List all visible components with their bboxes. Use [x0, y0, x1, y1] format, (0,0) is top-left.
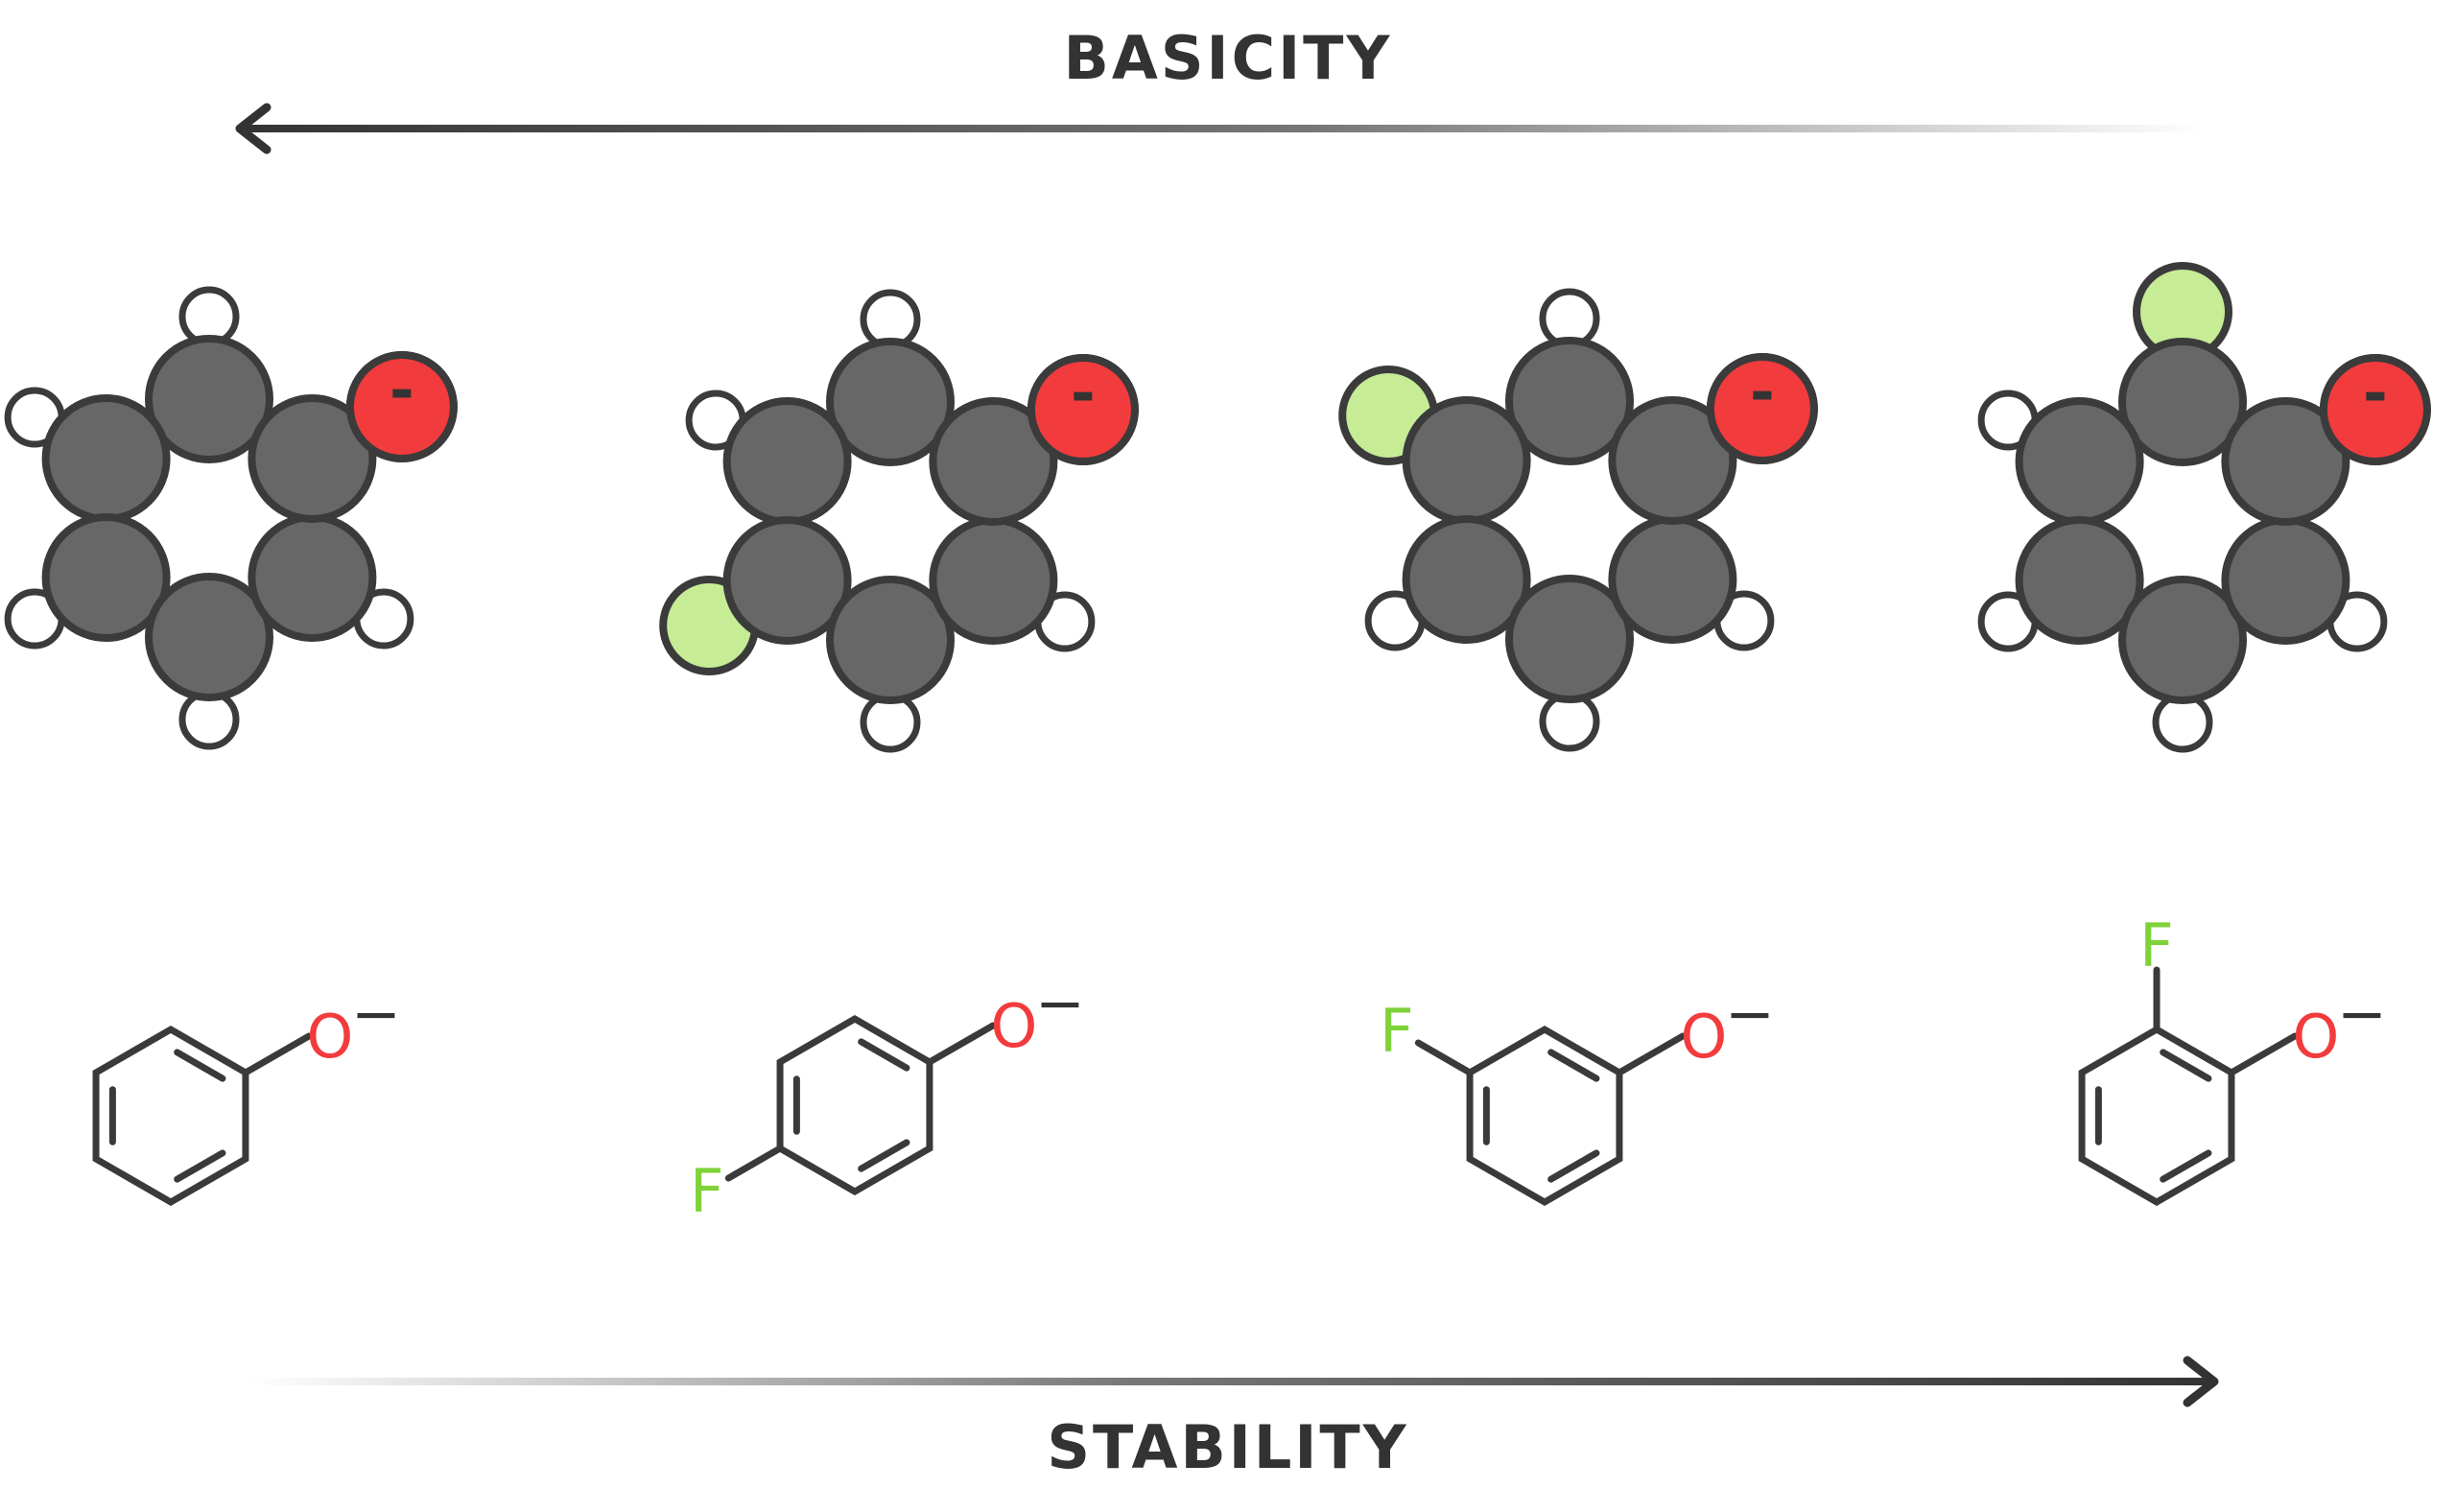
space-filling-models: -------- — [4, 262, 2431, 753]
c-f-bond — [1414, 1039, 1474, 1076]
oxygen-label: O — [991, 991, 1038, 1061]
oxygen-charge-label: − — [1035, 968, 1085, 1038]
c-o-bond — [242, 1032, 313, 1076]
double-bond — [2160, 1149, 2212, 1183]
c-o-bond — [926, 1022, 997, 1066]
carbon-atom — [1402, 396, 1531, 525]
c-o-bond — [1616, 1032, 1687, 1076]
basicity-label: BASICITY — [1064, 23, 1393, 93]
benzene-ring — [1466, 1025, 1623, 1207]
carbon-atom — [145, 335, 273, 463]
fluorine-label: F — [2139, 910, 2174, 980]
carbon-atom — [2015, 397, 2144, 526]
oxygen-charge-label: − — [1725, 979, 1775, 1049]
basicity-arrow: BASICITY — [235, 23, 2210, 154]
double-bond — [858, 1139, 910, 1172]
skeletal-ortho-fluorophenoxide: O− F — [2078, 910, 2387, 1207]
double-bond — [174, 1049, 226, 1082]
double-bond — [1547, 1149, 1600, 1183]
carbon-atom — [826, 576, 955, 704]
carbon-atom — [248, 394, 377, 523]
carbon-atom — [41, 513, 171, 642]
benzene-ring — [776, 1014, 933, 1196]
carbon-atom — [1608, 396, 1737, 525]
fluorine-label: F — [690, 1156, 724, 1226]
carbon-atom — [2221, 516, 2350, 645]
carbon-atom — [722, 397, 852, 526]
space-fill-meta-fluorophenoxide: -- — [1338, 288, 1818, 752]
oxygen-atom-front — [1027, 354, 1139, 465]
skeletal-para-fluorophenoxide: O− F — [690, 968, 1085, 1226]
basicity-arrow-head — [235, 103, 272, 154]
oxygen-charge-label: − — [2337, 979, 2387, 1049]
stability-label: STABILITY — [1047, 1412, 1408, 1482]
carbon-atom — [2118, 338, 2247, 466]
oxygen-atom-front — [1706, 353, 1818, 464]
double-bond — [1547, 1049, 1600, 1082]
carbon-atom — [41, 394, 171, 523]
fluorine-label: F — [1380, 996, 1414, 1066]
benzene-ring — [92, 1025, 249, 1207]
oxygen-charge-front: - — [2363, 358, 2388, 428]
stability-arrow: STABILITY — [246, 1356, 2219, 1482]
double-bond — [174, 1149, 226, 1183]
c-f-bond — [724, 1145, 784, 1182]
carbon-atom — [826, 338, 955, 466]
space-fill-ortho-fluorophenoxide: -- — [1977, 262, 2431, 753]
oxygen-charge-label: − — [351, 979, 401, 1049]
carbon-atom — [929, 397, 1058, 526]
carbon-atom — [145, 573, 273, 701]
carbon-atom — [1402, 515, 1531, 644]
carbon-atom — [722, 516, 852, 645]
stability-arrow-head — [2183, 1356, 2219, 1407]
carbon-atom — [1608, 515, 1737, 644]
oxygen-label: O — [1681, 1002, 1728, 1072]
carbon-atom — [929, 516, 1058, 645]
space-fill-phenoxide: -- — [4, 286, 458, 750]
oxygen-atom-front — [2319, 354, 2431, 465]
oxygen-atom-front — [345, 351, 458, 462]
oxygen-charge-front: - — [390, 355, 414, 425]
carbon-atom — [2221, 397, 2350, 526]
oxygen-charge-front: - — [1071, 358, 1096, 428]
carbon-atom — [2015, 516, 2144, 645]
skeletal-phenoxide: O− — [92, 979, 401, 1207]
carbon-atom — [1505, 575, 1634, 703]
benzene-ring — [2078, 1025, 2235, 1207]
skeletal-meta-fluorophenoxide: O− F — [1380, 979, 1775, 1207]
c-o-bond — [2228, 1032, 2299, 1076]
carbon-atom — [248, 513, 377, 642]
oxygen-label: O — [2293, 1002, 2340, 1072]
space-fill-para-fluorophenoxide: -- — [659, 289, 1139, 753]
oxygen-charge-front: - — [1750, 357, 1775, 427]
oxygen-label: O — [307, 1002, 354, 1072]
double-bond — [2160, 1049, 2212, 1082]
carbon-atom — [1505, 337, 1634, 465]
carbon-atom — [2118, 576, 2247, 704]
double-bond — [858, 1038, 910, 1072]
